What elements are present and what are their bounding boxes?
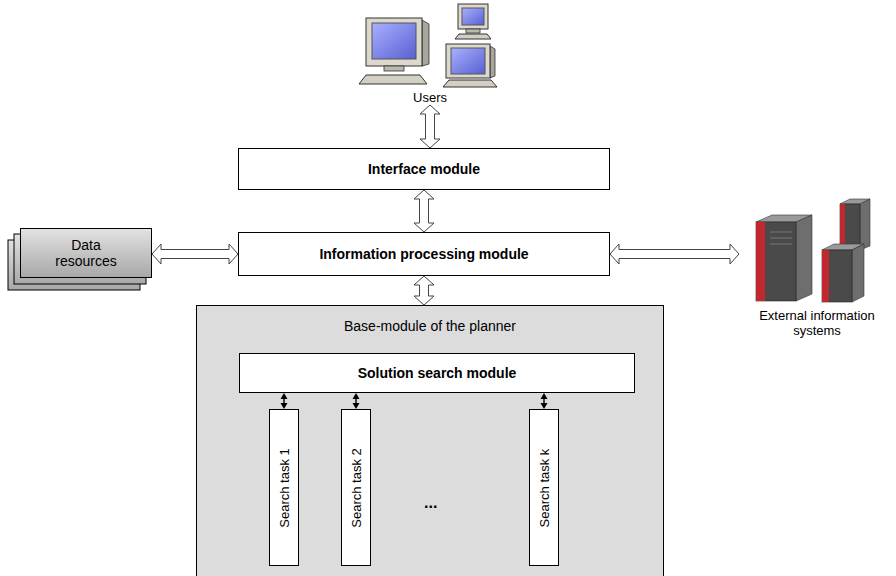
double-arrow-connector xyxy=(414,276,434,305)
node-label: Solution search module xyxy=(358,365,517,381)
node-label: Search task 1 xyxy=(277,448,292,528)
server-icon xyxy=(840,199,870,250)
computer-icon xyxy=(455,4,491,39)
data-store-stack: Data resources xyxy=(20,228,152,278)
node-label: Users xyxy=(413,90,447,105)
node-label: Search task k xyxy=(537,448,552,527)
computer-icon xyxy=(443,44,497,87)
container-box: Base-module of the plannerSolution searc… xyxy=(196,305,664,576)
double-arrow-connector xyxy=(414,190,434,232)
search-task-box: Search task k xyxy=(529,409,559,566)
computer-icon xyxy=(359,18,429,84)
node-label: Base-module of the planner xyxy=(344,318,516,334)
users-node: Users xyxy=(360,2,500,105)
search-task-box: Search task 1 xyxy=(269,409,299,566)
node-label: Search task 2 xyxy=(349,448,364,528)
node-label: Information processing module xyxy=(319,246,528,262)
search-task-box: Search task 2 xyxy=(341,409,371,566)
ellipsis-label: ... xyxy=(424,494,437,512)
node-label: External information systems xyxy=(739,308,895,338)
module-box: Interface module xyxy=(238,148,610,190)
server-icon xyxy=(822,244,864,302)
server-icon xyxy=(756,215,812,301)
double-arrow-connector xyxy=(353,393,360,409)
module-box: Information processing module xyxy=(238,232,610,276)
double-arrow-connector xyxy=(420,105,440,148)
node-label: Data resources xyxy=(44,237,128,269)
inner-connectors xyxy=(197,306,663,576)
double-arrow-connector xyxy=(281,393,288,409)
double-arrow-connector xyxy=(152,244,238,264)
module-box: Solution search module xyxy=(239,353,635,393)
double-arrow-connector xyxy=(610,244,739,264)
external-systems-node: External information systems xyxy=(739,205,895,338)
node-label: Interface module xyxy=(368,161,480,177)
double-arrow-connector xyxy=(541,393,548,409)
